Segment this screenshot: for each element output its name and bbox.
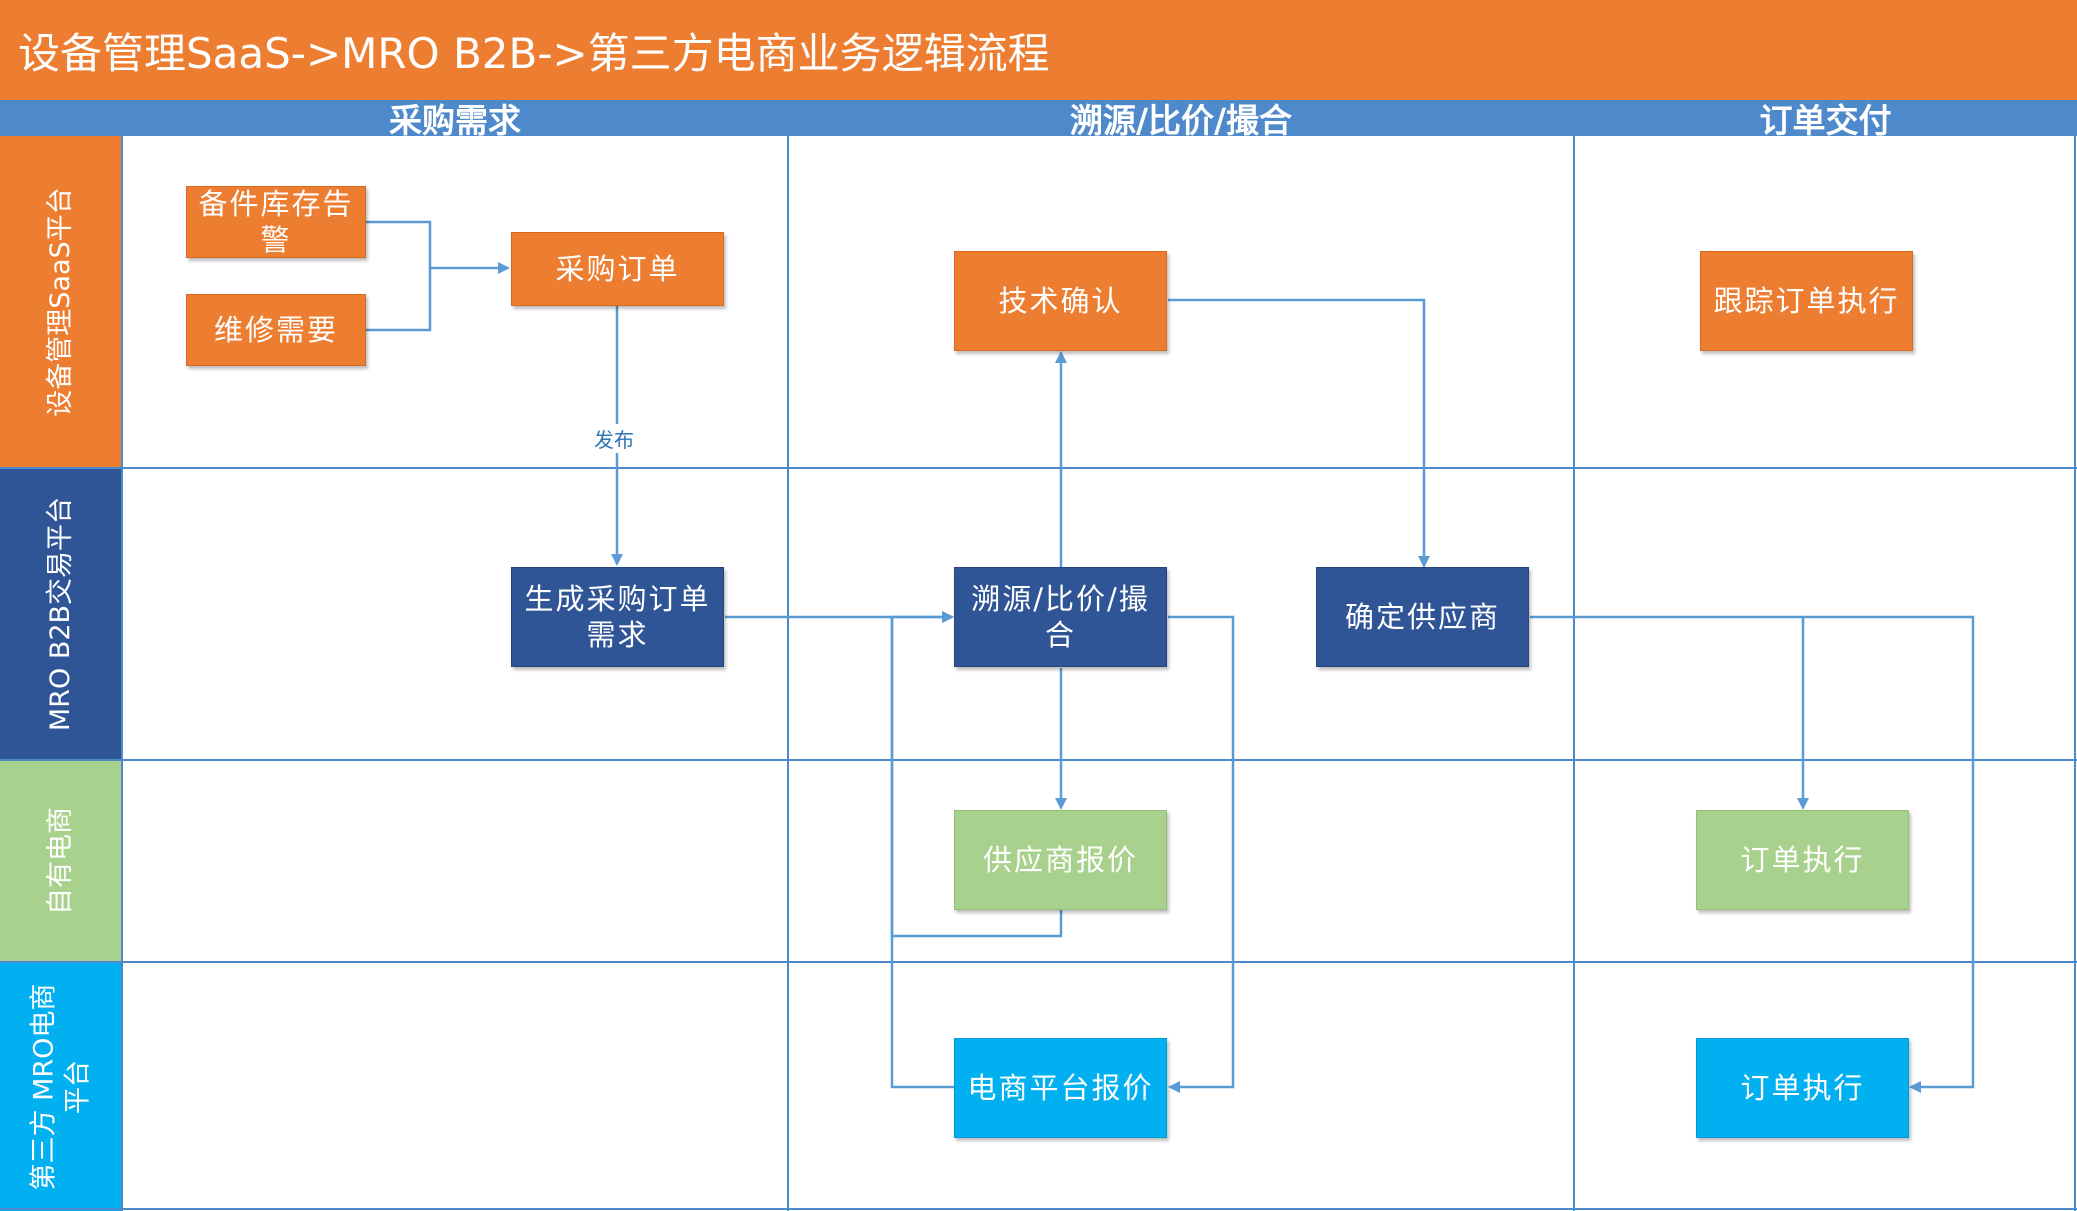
connector-sourcing-to-platform: [1168, 615, 1235, 1093]
node-supplier-quote: 供应商报价: [954, 810, 1167, 910]
node-platform-quote: 电商平台报价: [954, 1038, 1167, 1138]
lane-third-party: 第三方 MRO电商平台: [0, 962, 122, 1211]
phase-order-delivery: 订单交付: [1759, 101, 1892, 140]
node-track-order: 跟踪订单执行: [1700, 251, 1913, 351]
phase-header: 采购需求 溯源/比价/撮合 订单交付: [0, 100, 2077, 140]
node-order-exec-third: 订单执行: [1696, 1038, 1909, 1138]
page-title: 设备管理SaaS->MRO B2B->第三方电商业务逻辑流程: [0, 0, 2077, 100]
lane-own-ecommerce: 自有电商: [0, 760, 122, 962]
connector-supplier-to-third-exec: [1803, 615, 1975, 1093]
phase-purchase-demand: 采购需求: [389, 101, 521, 140]
connector-tech-to-supplier: [1168, 298, 1430, 568]
node-inventory-alert: 备件库存告警: [186, 186, 366, 258]
node-sourcing: 溯源/比价/撮合: [954, 567, 1167, 667]
connector-repair-to-po: [366, 268, 432, 332]
node-confirm-supplier: 确定供应商: [1316, 567, 1529, 667]
connector-platform-quote-back: [890, 611, 956, 1089]
node-tech-confirm: 技术确认: [954, 251, 1167, 351]
lane-b2b: MRO B2B交易平台: [0, 468, 122, 760]
node-order-exec-own: 订单执行: [1696, 810, 1909, 910]
node-generate-demand: 生成采购订单需求: [511, 567, 724, 667]
phase-sourcing: 溯源/比价/撮合: [1069, 101, 1293, 140]
connector-supplier-to-own-exec: [1530, 615, 1809, 810]
node-repair-demand: 维修需要: [186, 294, 366, 366]
connector-inventory-to-po: [366, 220, 510, 274]
edge-label-publish: 发布: [592, 424, 636, 453]
node-purchase-order: 采购订单: [511, 232, 724, 306]
lane-saas: 设备管理SaaS平台: [0, 136, 122, 468]
